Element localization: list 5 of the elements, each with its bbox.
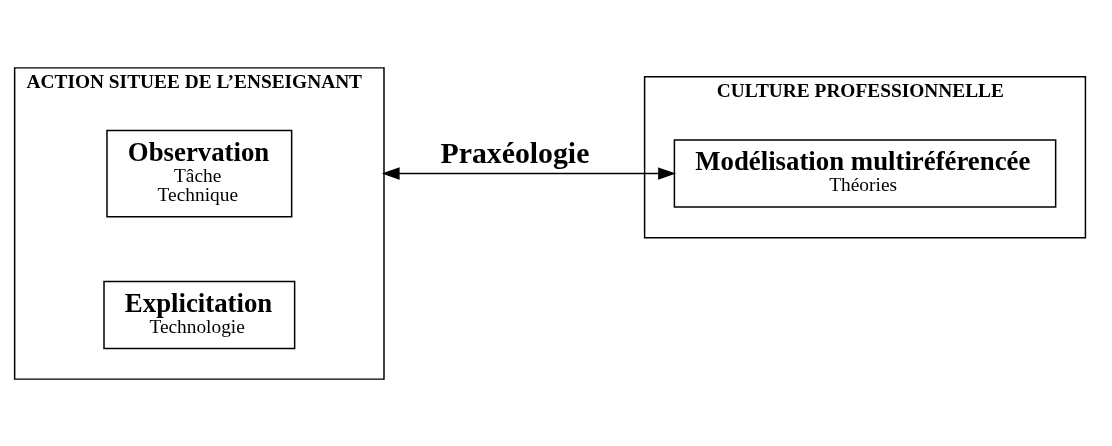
- node-box: Modélisation multiréférencée Théories: [673, 138, 1057, 208]
- node-box: Explicitation Technologie: [103, 280, 296, 349]
- arrow: [381, 166, 677, 180]
- node-box: Observation Tâche Technique: [106, 129, 293, 218]
- edge-label: Praxéologie: [440, 135, 590, 169]
